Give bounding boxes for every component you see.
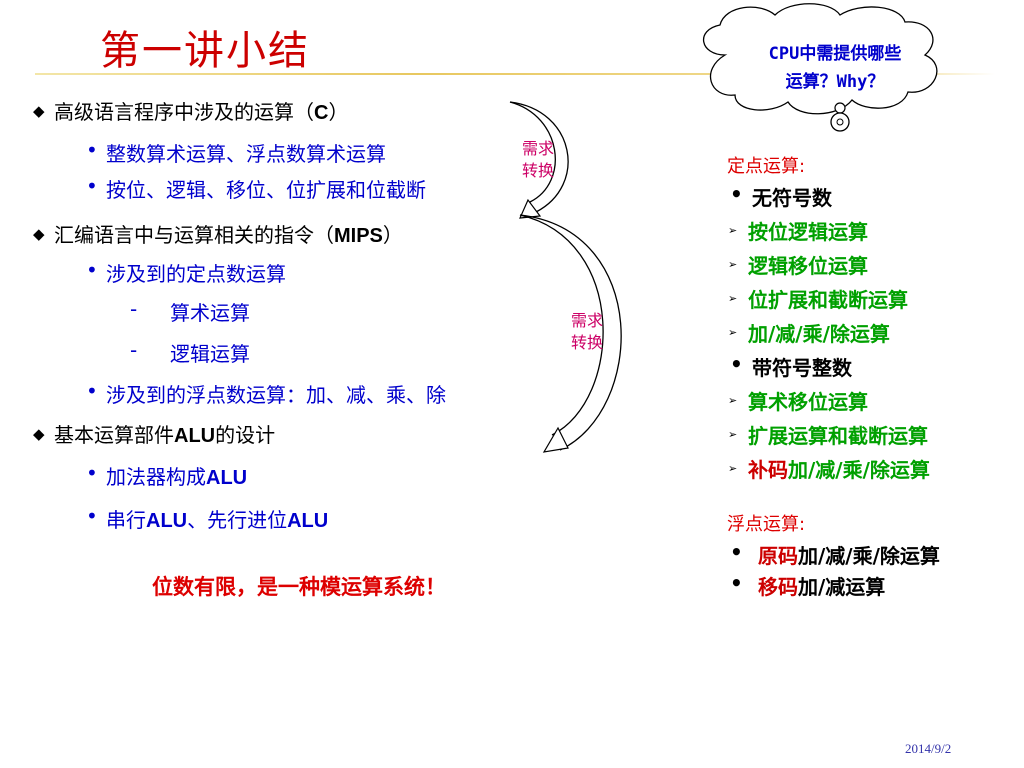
floating-point-heading: 浮点运算: (727, 514, 806, 535)
arrowhead-bullet-icon: ➢ (728, 258, 738, 271)
dot-bullet-icon: • (86, 174, 98, 198)
list-item: 加法器构成ALU (106, 465, 248, 489)
arrow-label-upper: 需求转换 (522, 139, 555, 180)
sub-item: 逻辑运算 (170, 342, 250, 366)
sub-item: 算术运算 (170, 301, 250, 325)
diamond-bullet-icon: ◆ (33, 425, 45, 443)
arrowhead-bullet-icon: ➢ (728, 224, 738, 237)
list-item: 加/减/乘/除运算 (748, 322, 890, 346)
curved-arrows (509, 101, 622, 453)
arrow-label-lower: 需求转换 (571, 311, 604, 352)
arrowhead-bullet-icon: ➢ (728, 462, 738, 475)
list-item: 串行ALU、先行进位ALU (106, 508, 329, 532)
fixed-point-heading: 定点运算: (727, 156, 806, 177)
list-item: 整数算术运算、浮点数算术运算 (106, 142, 386, 166)
dot-bullet-icon: • (86, 379, 98, 403)
diamond-bullet-icon: ◆ (33, 102, 45, 120)
arrowhead-bullet-icon: ➢ (728, 326, 738, 339)
unsigned-heading: 无符号数 (752, 186, 832, 210)
list-item: 移码加/减运算 (758, 575, 886, 599)
cloud-line-1: CPU中需提供哪些 (768, 44, 902, 64)
section-alu-design: 基本运算部件ALU的设计 (54, 423, 276, 447)
dot-bullet-icon: • (86, 461, 98, 485)
list-item: 逻辑移位运算 (748, 254, 868, 278)
list-item: 算术移位运算 (748, 390, 868, 414)
section-assembly-instructions: 汇编语言中与运算相关的指令（MIPS） (54, 223, 403, 247)
cloud-line-2: 运算？Why？ (785, 72, 885, 92)
dot-bullet-icon: • (86, 258, 98, 282)
list-item: 涉及到的定点数运算 (106, 262, 286, 286)
list-item: 扩展运算和截断运算 (748, 424, 928, 448)
dot-bullet-icon: • (730, 352, 743, 376)
list-item: 按位逻辑运算 (748, 220, 868, 244)
arrowhead-bullet-icon: ➢ (728, 394, 738, 407)
dash-bullet-icon: - (130, 338, 138, 362)
title-underline (35, 73, 995, 75)
modular-arithmetic-note: 位数有限，是一种模运算系统！ (152, 575, 446, 599)
cloud-question: CPU中需提供哪些 运算？Why？ (735, 40, 935, 96)
dot-bullet-icon: • (730, 540, 743, 564)
list-item: 原码加/减/乘/除运算 (758, 544, 940, 568)
arrowhead-bullet-icon: ➢ (728, 292, 738, 305)
dot-bullet-icon: • (86, 138, 98, 162)
arrowhead-bullet-icon: ➢ (728, 428, 738, 441)
section-high-level-ops: 高级语言程序中涉及的运算（C） (54, 100, 349, 124)
dash-bullet-icon: - (130, 297, 138, 321)
list-item: 补码加/减/乘/除运算 (748, 458, 930, 482)
dot-bullet-icon: • (86, 504, 98, 528)
signed-heading: 带符号整数 (752, 356, 852, 380)
list-item: 涉及到的浮点数运算：加、减、乘、除 (106, 383, 446, 407)
dot-bullet-icon: • (730, 182, 743, 206)
slide-date: 2014/9/2 (905, 741, 952, 756)
list-item: 位扩展和截断运算 (748, 288, 908, 312)
diamond-bullet-icon: ◆ (33, 225, 45, 243)
thought-cloud (702, 3, 938, 132)
list-item: 按位、逻辑、移位、位扩展和位截断 (106, 178, 426, 202)
page-title: 第一讲小结 (100, 28, 310, 74)
dot-bullet-icon: • (730, 571, 743, 595)
